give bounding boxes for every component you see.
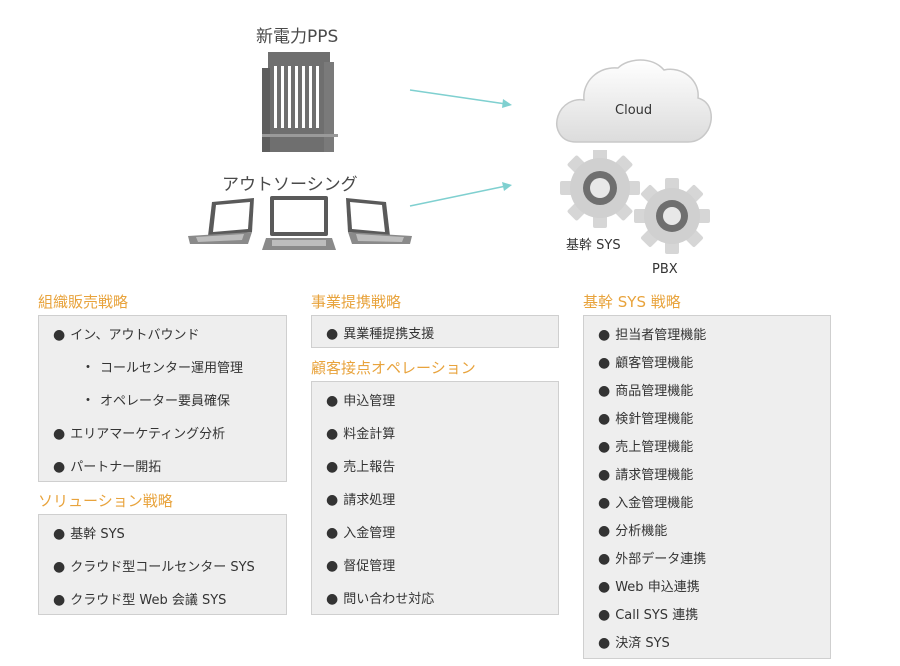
list-item: ●商品管理機能 bbox=[598, 383, 694, 399]
list-item: ●売上報告 bbox=[326, 459, 396, 475]
cloud-label: Cloud bbox=[615, 103, 653, 118]
pbx-label: PBX bbox=[652, 262, 678, 277]
list-item-sub: ・オペレーター要員確保 bbox=[81, 393, 231, 409]
list-item: ●異業種提携支援 bbox=[326, 326, 435, 342]
list-item: ●基幹 SYS bbox=[53, 526, 125, 542]
list-item: ●Call SYS 連携 bbox=[598, 607, 699, 623]
list-item: ●分析機能 bbox=[598, 523, 668, 539]
list-item: ●パートナー開拓 bbox=[53, 459, 162, 475]
list-item: ●督促管理 bbox=[326, 558, 396, 574]
org-sales-box: ●イン、アウトバウンド ・コールセンター運用管理 ・オペレーター要員確保 ●エリ… bbox=[38, 315, 287, 482]
outsourcing-label: アウトソーシング bbox=[222, 175, 358, 195]
list-item: ●請求管理機能 bbox=[598, 467, 694, 483]
list-item: ●入金管理機能 bbox=[598, 495, 694, 511]
business-alliance-box: ●異業種提携支援 bbox=[311, 315, 559, 348]
laptops-icon bbox=[188, 196, 412, 250]
customer-ops-title: 顧客接点オペレーション bbox=[311, 359, 476, 377]
list-item: ●問い合わせ対応 bbox=[326, 591, 435, 607]
list-item: ●決済 SYS bbox=[598, 635, 670, 651]
list-item: ●申込管理 bbox=[326, 393, 396, 409]
list-item: ●担当者管理機能 bbox=[598, 327, 707, 343]
list-item: ●イン、アウトバウンド bbox=[53, 327, 200, 343]
list-item: ●Web 申込連携 bbox=[598, 579, 700, 595]
building-icon bbox=[262, 52, 338, 152]
list-item: ●エリアマーケティング分析 bbox=[53, 426, 226, 442]
org-sales-title: 組織販売戦略 bbox=[38, 293, 129, 311]
list-item: ●入金管理 bbox=[326, 525, 396, 541]
pps-label: 新電力PPS bbox=[256, 27, 339, 47]
business-alliance-title: 事業提携戦略 bbox=[311, 293, 402, 311]
list-item: ●顧客管理機能 bbox=[598, 355, 694, 371]
core-sys-label: 基幹 SYS bbox=[566, 238, 621, 253]
list-item: ●料金計算 bbox=[326, 426, 396, 442]
list-item: ●請求処理 bbox=[326, 492, 396, 508]
list-item: ●売上管理機能 bbox=[598, 439, 694, 455]
cloud-icon bbox=[556, 59, 712, 143]
list-item: ●クラウド型コールセンター SYS bbox=[53, 559, 255, 575]
core-sys-title: 基幹 SYS 戦略 bbox=[583, 293, 681, 311]
customer-ops-box: ●申込管理 ●料金計算 ●売上報告 ●請求処理 ●入金管理 ●督促管理 ●問い合… bbox=[311, 381, 559, 615]
list-item: ●クラウド型 Web 会議 SYS bbox=[53, 592, 227, 608]
gears-icon bbox=[560, 150, 710, 254]
solution-title: ソリューション戦略 bbox=[38, 492, 173, 510]
connection-arrows bbox=[409, 89, 512, 207]
list-item-sub: ・コールセンター運用管理 bbox=[81, 360, 244, 376]
solution-box: ●基幹 SYS ●クラウド型コールセンター SYS ●クラウド型 Web 会議 … bbox=[38, 514, 287, 615]
core-sys-box: ●担当者管理機能 ●顧客管理機能 ●商品管理機能 ●検針管理機能 ●売上管理機能… bbox=[583, 315, 831, 659]
list-item: ●検針管理機能 bbox=[598, 411, 694, 427]
list-item: ●外部データ連携 bbox=[598, 551, 707, 567]
